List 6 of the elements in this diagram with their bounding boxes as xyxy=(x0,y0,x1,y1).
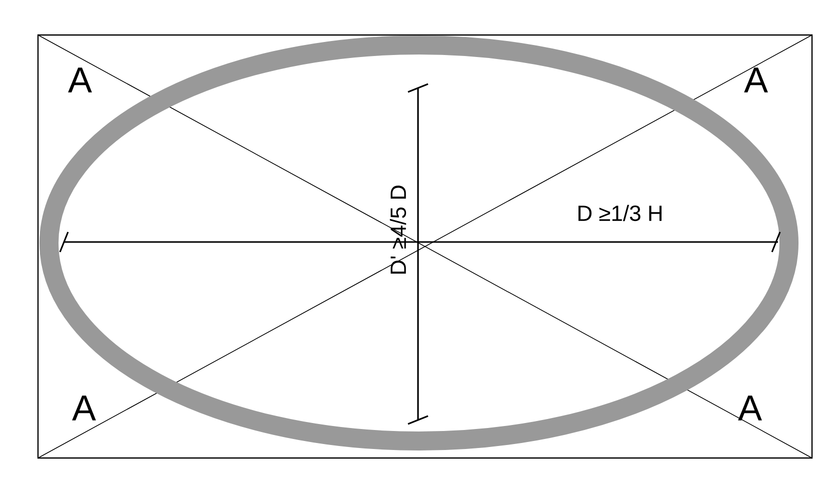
corner-label: A xyxy=(738,396,762,420)
dimension-label: D ≥1/3 H xyxy=(578,204,662,222)
corner-label: A xyxy=(68,68,92,92)
corner-label: A xyxy=(72,396,96,420)
corner-label: A xyxy=(744,68,768,92)
dimension-label: D' ≥4/5 D xyxy=(390,186,406,274)
